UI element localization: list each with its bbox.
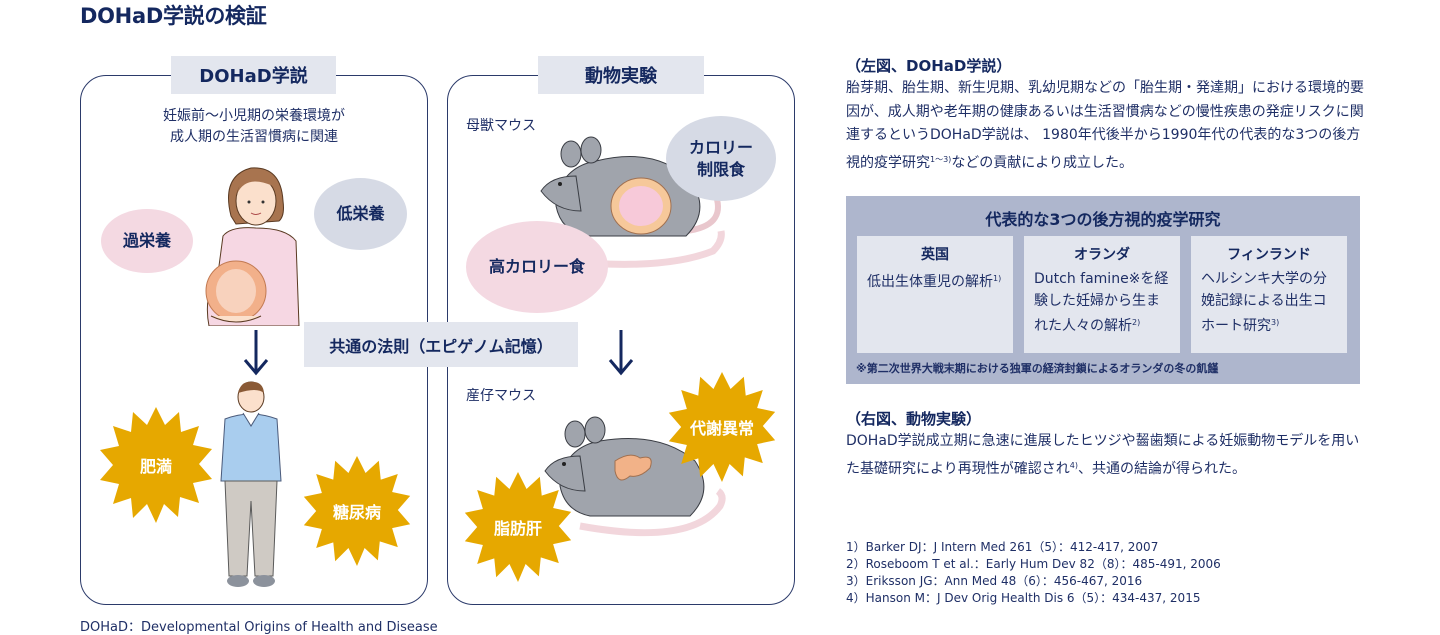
reference-item: 3）Eriksson JG：Ann Med 48（6）：456-467, 201… [846,574,1143,588]
adult-man-illustration [220,381,282,587]
common-law-banner: 共通の法則（エピゲノム記憶） [304,322,578,367]
study-description: Dutch famine※を経験した妊婦から生まれた人々の解析2) [1034,268,1170,337]
references-list: 1）Barker DJ：J Intern Med 261（5）：412-417,… [846,539,1221,607]
citation-superscript: 4) [1069,460,1078,470]
study-description: 低出生体重児の解析1) [867,268,1003,293]
citation-superscript: 1) [993,274,1002,283]
under-nutrition-label: 低栄養 [336,204,385,223]
mother-mouse-label: 母獣マウス [466,118,536,134]
right-figure-explanation: （右図、動物実験） DOHaD学説成立期に急速に進展したヒツジや齧歯類による妊娠… [846,408,1366,481]
study-country: オランダ [1074,247,1130,263]
citation-superscript: 1〜3) [930,154,952,164]
fatty-liver-label: 脂肪肝 [493,519,542,538]
reference-item: 4）Hanson M：J Dev Orig Health Dis 6（5）：43… [846,591,1201,605]
down-arrow-icon [243,330,269,376]
right-figure-body-text: DOHaD学説成立期に急速に進展したヒツジや齧歯類による妊娠動物モデルを用いた基… [846,433,1360,477]
dutch-famine-note: ※第二次世界大戦末期における独軍の経済封鎖によるオランダの冬の飢饉 [856,362,1219,375]
reference-item: 1）Barker DJ：J Intern Med 261（5）：412-417,… [846,540,1159,554]
reference-item: 2）Roseboom T et al.：Early Hum Dev 82（8）：… [846,557,1221,571]
metabolic-disorder-label: 代謝異常 [689,419,754,438]
study-description: ヘルシンキ大学の分娩記録による出生コホート研究3) [1201,268,1337,337]
left-figure-body: 胎芽期、胎生期、新生児期、乳幼児期などの「胎生期・発達期」における環境的要因が、… [846,77,1366,175]
study-country: フィンランド [1227,247,1311,263]
calorie-restricted-bubble: カロリー 制限食 [666,116,776,201]
pregnant-woman-illustration [205,167,300,326]
subtitle-line-2: 成人期の生活習慣病に関連 [170,129,338,145]
offspring-mouse-illustration [544,416,726,537]
study-card-finland: フィンランド ヘルシンキ大学の分娩記録による出生コホート研究3) [1191,236,1347,353]
citation-superscript: 2) [1132,318,1141,327]
obesity-label: 肥満 [139,457,172,476]
starburst-shape [100,407,212,523]
left-figure-explanation: （左図、DOHaD学説） 胎芽期、胎生期、新生児期、乳幼児期などの「胎生期・発達… [846,55,1366,175]
left-figure-body-text: 胎芽期、胎生期、新生児期、乳幼児期などの「胎生期・発達期」における環境的要因が、… [846,80,1364,171]
right-figure-body-text-end: 、共通の結論が得られた。 [1077,460,1246,477]
mother-mouse-illustration [540,136,721,237]
starburst-shape [303,455,411,567]
page-title: DOHaD学説の検証 [80,4,267,28]
mouse-tail-icon [562,230,725,268]
study-description-text: 低出生体重児の解析 [867,274,993,290]
diabetes-burst: 糖尿病 [301,455,413,567]
left-figure-heading: （左図、DOHaD学説） [846,57,1012,75]
right-figure-heading: （右図、動物実験） [846,410,982,428]
study-card-netherlands: オランダ Dutch famine※を経験した妊婦から生まれた人々の解析2) [1024,236,1180,353]
starburst-shape [464,471,572,583]
citation-superscript: 3) [1271,318,1280,327]
study-country: 英国 [921,247,949,263]
obesity-burst: 肥満 [97,406,215,524]
studies-title: 代表的な3つの後方視的疫学研究 [985,210,1221,229]
down-arrow-icon [608,330,634,376]
high-calorie-bubble: 高カロリー食 [466,221,608,313]
under-nutrition-bubble: 低栄養 [314,178,407,250]
dohad-subtitle: 妊娠前〜小児期の栄養環境が 成人期の生活習慣病に関連 [81,106,427,148]
high-calorie-label: 高カロリー食 [488,257,585,276]
study-description-text: Dutch famine※を経験した妊婦から生まれた人々の解析 [1034,271,1169,334]
representative-studies-box: 代表的な3つの後方視的疫学研究 英国 低出生体重児の解析1) オランダ Dutc… [846,196,1360,384]
offspring-mouse-label: 産仔マウス [466,388,536,404]
subtitle-line-1: 妊娠前〜小児期の栄養環境が [163,108,345,124]
animal-panel-label: 動物実験 [538,56,704,94]
calorie-restricted-line2: 制限食 [696,159,745,179]
metabolic-disorder-burst: 代謝異常 [666,371,778,483]
starburst-shape [668,371,776,483]
dohad-abbreviation-note: DOHaD：Developmental Origins of Health an… [80,620,438,635]
fatty-liver-burst: 脂肪肝 [462,471,574,583]
right-figure-body: DOHaD学説成立期に急速に進展したヒツジや齧歯類による妊娠動物モデルを用いた基… [846,430,1366,481]
left-figure-body-text-end: などの貢献により成立した。 [951,154,1134,171]
over-nutrition-bubble: 過栄養 [101,209,193,273]
calorie-restricted-line1: カロリー [688,137,753,157]
over-nutrition-label: 過栄養 [122,231,171,250]
dohad-panel-label: DOHaD学説 [171,56,336,94]
study-card-uk: 英国 低出生体重児の解析1) [857,236,1013,353]
diabetes-label: 糖尿病 [332,503,381,522]
study-description-text: ヘルシンキ大学の分娩記録による出生コホート研究 [1201,271,1327,334]
